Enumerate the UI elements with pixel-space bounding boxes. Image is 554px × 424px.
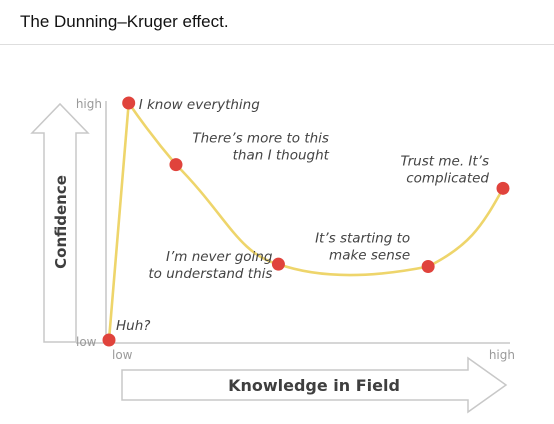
annotation-line: I know everything [139,97,261,113]
x-tick-low: low [112,348,133,362]
annotation-line: Huh? [116,318,150,334]
divider [0,44,554,45]
point-huh [102,333,116,347]
annotation-line: than I thought [233,148,330,164]
annotation-line: There’s more to this [192,131,329,147]
y-tick-high: high [76,97,102,111]
y-axis-arrow-shape [30,102,90,343]
y-tick-low: low [76,335,97,349]
point-making-sense [421,260,435,274]
annotation-line: It’s starting to [315,231,410,247]
point-more-than-thought [169,158,183,172]
annotation-line: to understand this [148,266,272,282]
annotation-huh: Huh? [116,318,150,334]
point-never-understand [271,257,285,271]
point-know-everything [122,96,136,110]
x-axis-arrow-shape [121,356,508,414]
x-axis-label: Knowledge in Field [228,376,400,395]
y-axis-label: Confidence [52,175,70,269]
annotation-line: I’m never going [166,249,273,265]
annotation-line: complicated [406,170,489,186]
point-layer [102,96,510,347]
annotation-know-everything: I know everything [139,97,261,113]
annotation-line: make sense [329,248,410,264]
x-tick-high: high [489,348,515,362]
annotation-line: Trust me. It’s [400,153,489,169]
point-complicated [496,181,510,195]
post-title: The Dunning–Kruger effect. [20,12,229,31]
